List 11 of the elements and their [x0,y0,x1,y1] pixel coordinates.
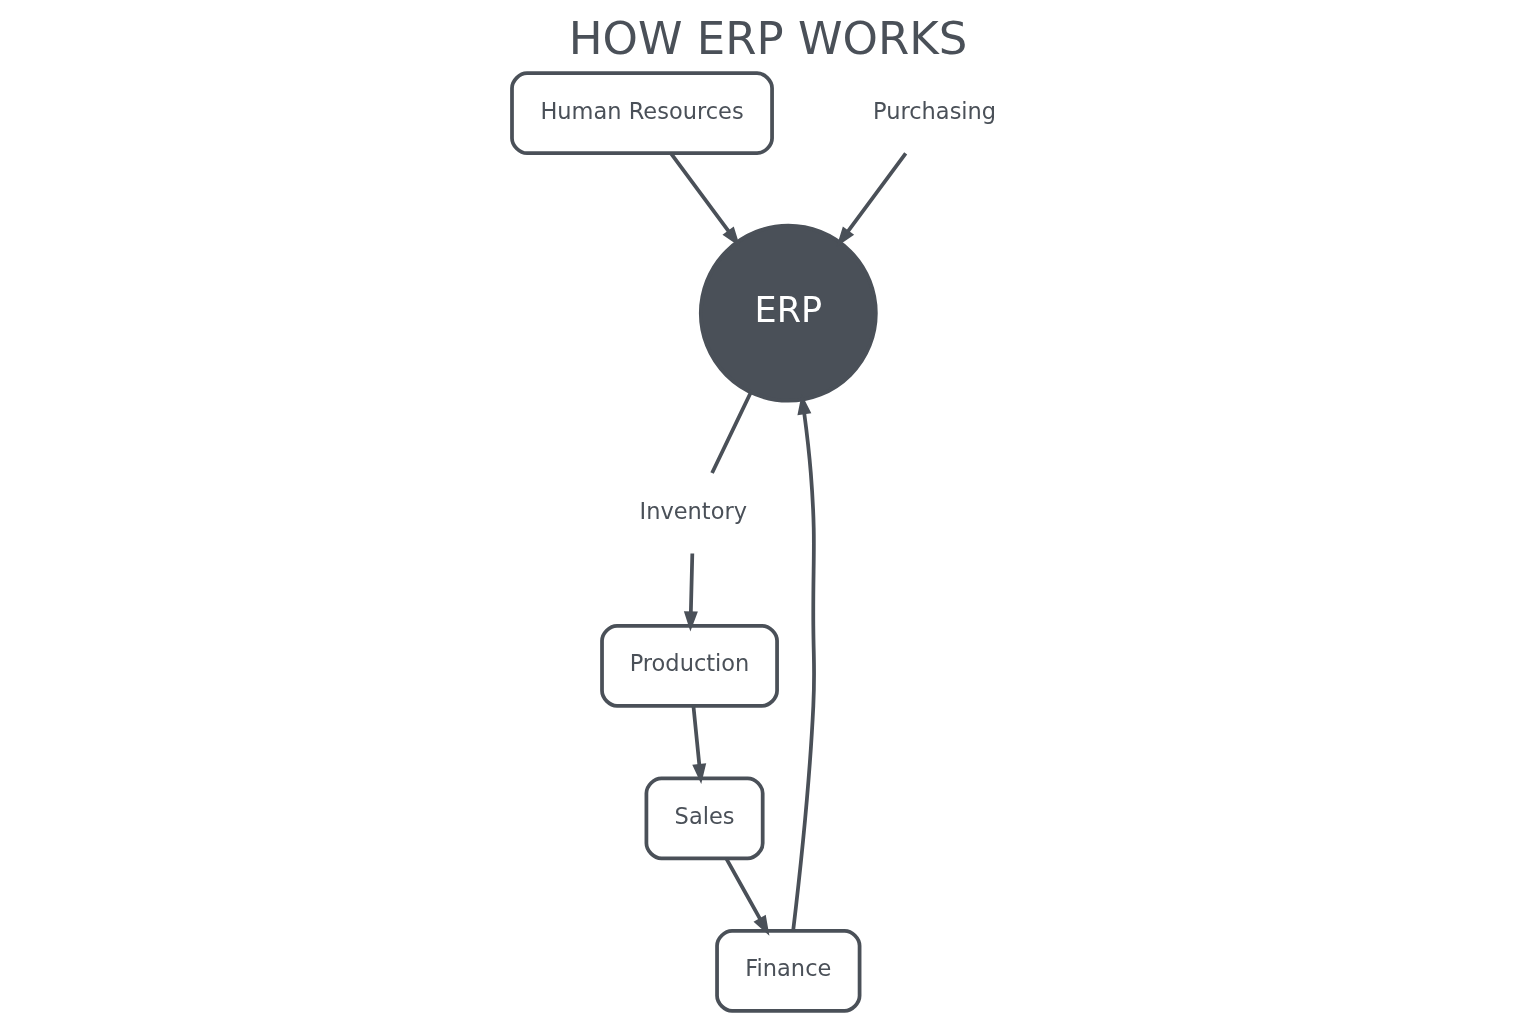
connector [710,391,753,474]
node-text: Inventory [639,497,748,524]
arrow [691,705,707,784]
arrow [683,553,698,632]
node-box: Human Resources [510,71,774,156]
diagram-title: HOW ERP WORKS [568,12,968,66]
node-box: Finance [715,929,862,1013]
node-text: Purchasing [873,97,997,124]
arrow [724,857,770,936]
node-box: Production [600,623,779,708]
node-box: Sales [644,776,765,861]
